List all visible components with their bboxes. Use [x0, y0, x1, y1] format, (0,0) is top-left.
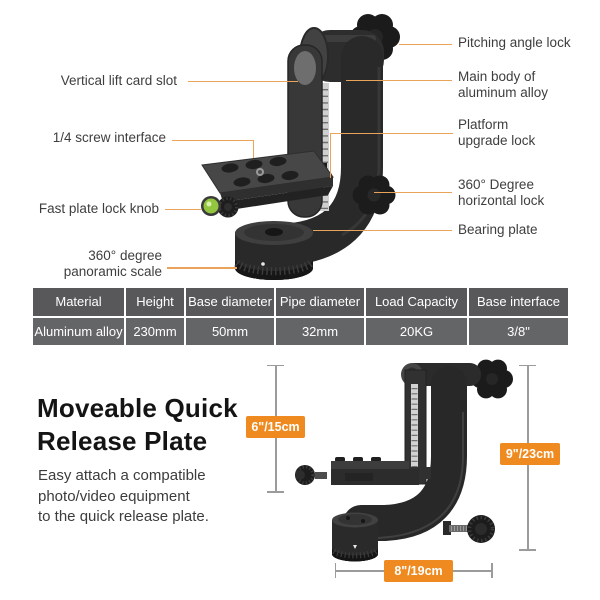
callout-line: [172, 139, 254, 141]
spec-header-base-diameter: Base diameter: [186, 288, 274, 316]
callout-line: [399, 43, 452, 45]
callout-vertical-lift-card-slot: Vertical lift card slot: [60, 73, 177, 88]
panoramic-base: [234, 221, 314, 280]
dimension-badge-head-width: 8"/19cm: [384, 560, 453, 582]
callout-panoramic-scale: 360° degree panoramic scale: [63, 248, 162, 279]
callout-line: [313, 229, 452, 231]
quick-release-clamp-bottom: [295, 457, 431, 485]
spec-value-material: Aluminum alloy: [33, 317, 124, 345]
spec-header-base-interface: Base interface: [469, 288, 568, 316]
callout-line: [167, 267, 237, 269]
spec-table: Material Height Base diameter Pipe diame…: [33, 288, 568, 345]
gimbal-head-illustration-bottom: [295, 359, 513, 562]
spec-header-material: Material: [33, 288, 124, 316]
spec-header-height: Height: [126, 288, 184, 316]
dimension-cap: [519, 549, 536, 551]
horizontal-lock-knob-bottom: [443, 515, 495, 543]
dimension-cap: [334, 563, 336, 578]
pitching-knob-bottom: [471, 359, 513, 399]
panoramic-base-bottom: [332, 512, 378, 562]
spec-value-base-interface: 3/8": [469, 317, 568, 345]
callout-platform-upgrade-lock: Platform upgrade lock: [458, 117, 536, 148]
callout-bearing-plate: Bearing plate: [458, 222, 538, 237]
callout-line: [374, 191, 452, 193]
callout-line: [165, 208, 201, 210]
callout-line: [252, 139, 254, 158]
callout-line: [329, 132, 453, 134]
dimension-cap: [519, 364, 536, 366]
spec-header-load-capacity: Load Capacity: [366, 288, 467, 316]
quick-release-clamp: [201, 150, 334, 210]
callout-line: [188, 80, 298, 82]
dimension-cap: [267, 364, 284, 366]
main-arm-bottom: [343, 366, 467, 541]
dimension-cap: [267, 491, 284, 493]
callout-main-body: Main body of aluminum alloy: [458, 69, 549, 100]
horizontal-lock-knob: [352, 175, 396, 215]
dimension-badge-head-height: 9"/23cm: [500, 443, 560, 465]
spec-value-pipe-diameter: 32mm: [276, 317, 364, 345]
gimbal-head-illustration-top: [201, 14, 400, 280]
callout-fast-plate-lock-knob: Fast plate lock knob: [38, 201, 159, 216]
spec-value-load-capacity: 20KG: [366, 317, 467, 345]
callout-pitching-angle-lock: Pitching angle lock: [458, 35, 571, 50]
spec-value-base-diameter: 50mm: [186, 317, 274, 345]
dimension-badge-plate-height: 6"/15cm: [246, 416, 305, 438]
callout-line: [346, 79, 452, 81]
feature-title: Moveable Quick Release Plate: [37, 393, 238, 456]
feature-description: Easy attach a compatible photo/video equ…: [38, 467, 209, 525]
callout-quarter-screw-interface: 1/4 screw interface: [52, 130, 166, 145]
callout-horizontal-lock: 360° Degree horizontal lock: [458, 177, 545, 208]
spec-value-height: 230mm: [126, 317, 184, 345]
dimension-cap: [491, 563, 493, 578]
spec-header-pipe-diameter: Pipe diameter: [276, 288, 364, 316]
fast-plate-knob: [201, 196, 239, 218]
callout-line: [329, 132, 331, 178]
